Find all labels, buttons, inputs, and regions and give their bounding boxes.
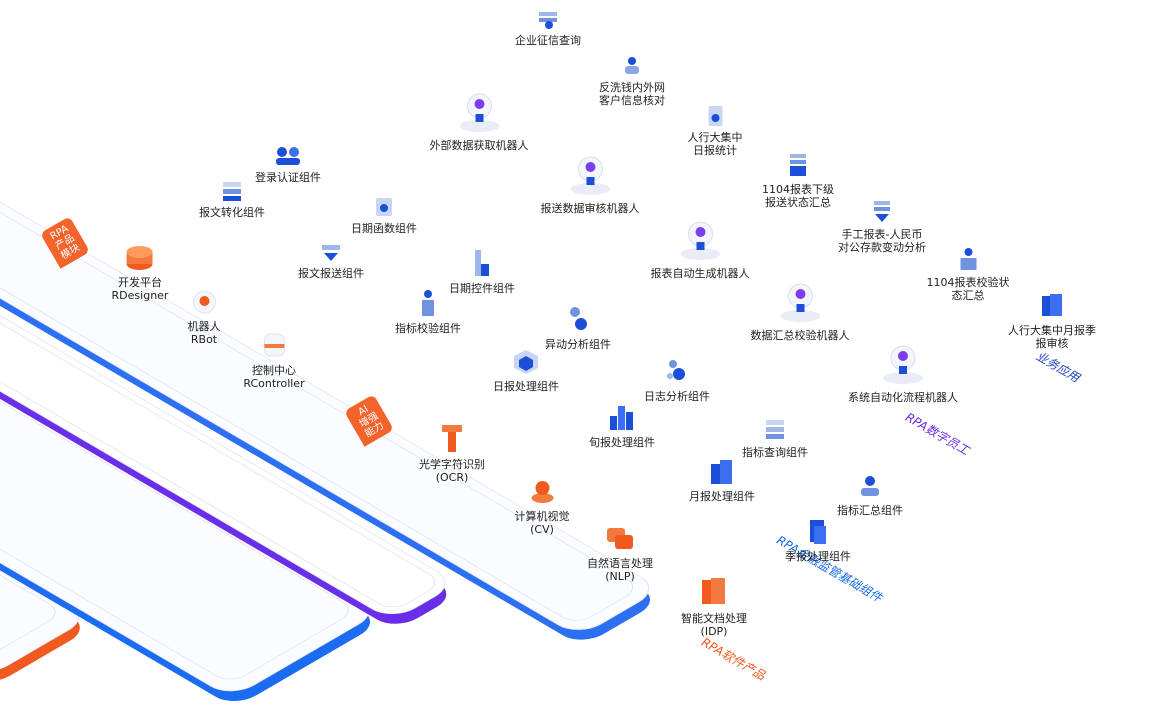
layer-business-label: 业务应用 [1033, 348, 1083, 385]
component-item: 日报处理组件 [493, 348, 559, 393]
product-item: 开发平台 RDesigner [112, 242, 168, 302]
ai-item: 计算机视觉 (CV) [515, 476, 570, 536]
date-control-icon [475, 250, 489, 276]
cube-icon [514, 350, 538, 374]
robot-icon [680, 221, 720, 260]
robot-icon [780, 283, 820, 322]
business-item: 1104报表下级 报送状态汇总 [762, 153, 834, 209]
indicator-check-icon [422, 290, 434, 316]
robot-item: 数据汇总校验机器人 [751, 276, 850, 343]
quarter-report-icon [810, 520, 826, 544]
component-item: 异动分析组件 [545, 304, 611, 351]
robot-item: 报送数据审核机器人 [541, 149, 640, 216]
manual-report-icon [874, 201, 890, 222]
robot-icon [883, 345, 923, 384]
rbot-icon [192, 290, 216, 314]
component-item: 登录认证组件 [255, 145, 321, 184]
component-item: 指标汇总组件 [837, 474, 903, 517]
designer-icon [126, 246, 153, 270]
robot-item: 外部数据获取机器人 [430, 86, 529, 153]
report-check-icon [960, 248, 976, 270]
robot-icon [570, 156, 610, 195]
monthly-report-icon [1042, 294, 1062, 316]
log-analysis-icon [667, 360, 685, 380]
anomaly-analysis-icon [570, 307, 587, 330]
calendar-icon [376, 198, 392, 216]
ai-item: 自然语言处理 (NLP) [587, 525, 653, 583]
controller-icon [263, 333, 285, 357]
layer-software-label: RPA软件产品 [699, 635, 768, 683]
send-icon [322, 245, 340, 261]
ai-item: 光学字符识别 (OCR) [419, 422, 485, 484]
component-item: 旬报处理组件 [589, 402, 655, 449]
business-item: 企业征信查询 [515, 10, 581, 47]
business-item: 手工报表-人民币 对公存款变动分析 [838, 200, 926, 254]
robot-icon [459, 93, 499, 132]
report-1104-icon [790, 154, 806, 176]
product-item: 机器人 RBot [188, 288, 221, 346]
layer-digital-worker-label: RPA数字员工 [903, 410, 972, 458]
idp-icon [702, 578, 725, 604]
component-item: 报文转化组件 [199, 180, 265, 219]
component-item: 报文报送组件 [298, 243, 364, 280]
bar-blocks-icon [610, 406, 633, 430]
ai-item: 智能文档处理 (IDP) [681, 576, 747, 638]
clipboard-chart-icon [708, 106, 722, 126]
component-item: 指标校验组件 [395, 288, 461, 335]
business-item: 人行大集中月报季 报审核 [1008, 292, 1096, 350]
cv-icon [531, 481, 553, 503]
users-icon [276, 147, 300, 165]
indicator-summary-icon [861, 476, 879, 496]
stack-icon [223, 182, 241, 201]
search-stack-icon [539, 12, 557, 29]
component-item: 日志分析组件 [644, 356, 710, 403]
component-item: 日期控件组件 [449, 248, 515, 295]
business-item: 反洗钱内外网 客户信息核对 [599, 55, 665, 107]
component-item: 日期函数组件 [351, 196, 417, 235]
ocr-icon [442, 425, 462, 452]
robot-item: 报表自动生成机器人 [651, 214, 750, 281]
robot-item: 系统自动化流程机器人 [848, 338, 958, 405]
component-item: 月报处理组件 [689, 458, 755, 503]
product-item: 控制中心 RController [243, 330, 305, 390]
business-item: 1104报表校验状 态汇总 [927, 246, 1010, 302]
list-stack-icon [766, 420, 784, 439]
component-item: 指标查询组件 [742, 418, 808, 459]
nlp-icon [607, 528, 633, 549]
user-check-icon [625, 57, 639, 74]
component-item: 季报处理组件 [785, 518, 851, 563]
monthly-blocks-icon [711, 460, 732, 484]
business-item: 人行大集中 日报统计 [688, 105, 743, 157]
